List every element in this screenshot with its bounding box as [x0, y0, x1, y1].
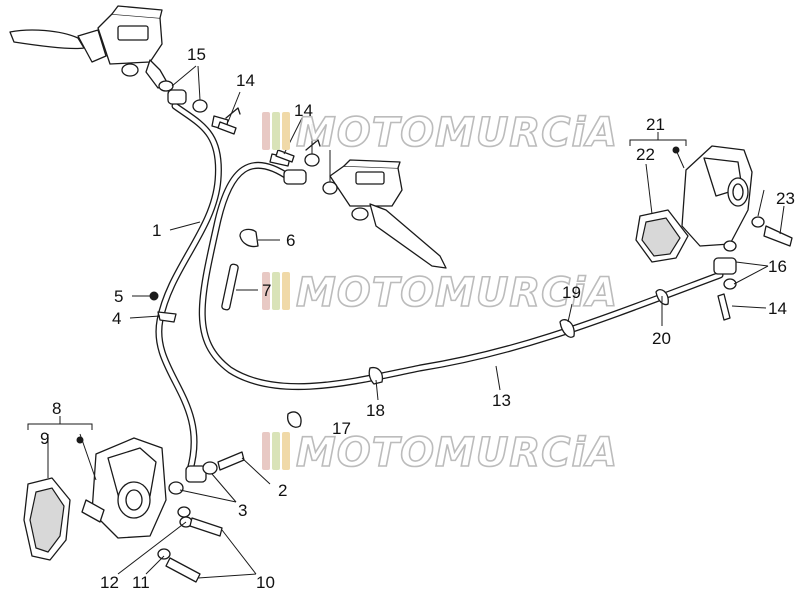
watermark-text: MOTOMURCiA [296, 430, 618, 476]
right-master-cylinder [329, 159, 447, 269]
group-brackets [27, 132, 687, 430]
callout-8: 8 [52, 399, 61, 418]
callout-6: 6 [286, 231, 295, 250]
callout-4: 4 [112, 309, 121, 328]
callout-17: 18 [366, 401, 385, 420]
front-brake-caliper [23, 436, 245, 583]
callout-5: 5 [114, 287, 123, 306]
brake-hoses [155, 102, 724, 474]
left-master-cylinder [9, 5, 169, 89]
callout-11: 11 [132, 573, 150, 592]
clips-small-parts [149, 228, 669, 428]
callout-15: 16 [768, 257, 787, 276]
callout-12: 12 [100, 573, 119, 592]
watermark-text: MOTOMURCiA [296, 110, 618, 156]
callout-13: 13 [492, 391, 511, 410]
watermark-top: MOTOMURCiA [262, 109, 618, 157]
callout-7: 7 [262, 281, 271, 300]
watermark-stripe [282, 112, 290, 150]
watermark-stripe [272, 432, 280, 470]
callout-labels: 15 14 14 1 6 7 5 4 8 9 17 2 3 10 11 12 1… [40, 45, 795, 592]
callout-22: 23 [776, 189, 795, 208]
callout-20: 21 [646, 115, 665, 134]
callout-15: 15 [187, 45, 206, 64]
bolts-14 [217, 121, 295, 163]
callout-14: 14 [236, 71, 255, 90]
watermark-stripe [262, 432, 270, 470]
callout-1: 1 [152, 221, 161, 240]
callout-3: 3 [238, 501, 247, 520]
callout-19: 20 [652, 329, 671, 348]
watermark-text: MOTOMURCiA [296, 270, 618, 316]
rear-brake-caliper [635, 145, 793, 321]
callout-21: 22 [636, 145, 655, 164]
watermark-stripe [282, 432, 290, 470]
watermark-stripe [272, 112, 280, 150]
watermark-bottom: MOTOMURCiA [262, 429, 618, 477]
watermark-stripe [272, 272, 280, 310]
callout-18: 19 [562, 283, 581, 302]
callout-14: 14 [768, 299, 787, 318]
leader-lines [47, 65, 785, 579]
callout-16: 17 [332, 419, 351, 438]
callout-2: 2 [278, 481, 287, 500]
callout-10: 10 [256, 573, 275, 592]
watermark-stripe [262, 272, 270, 310]
watermark-stripe [262, 112, 270, 150]
callout-14: 14 [294, 101, 313, 120]
watermark-stripe [282, 272, 290, 310]
watermark-middle: MOTOMURCiA [262, 269, 618, 317]
callout-9: 9 [40, 429, 49, 448]
